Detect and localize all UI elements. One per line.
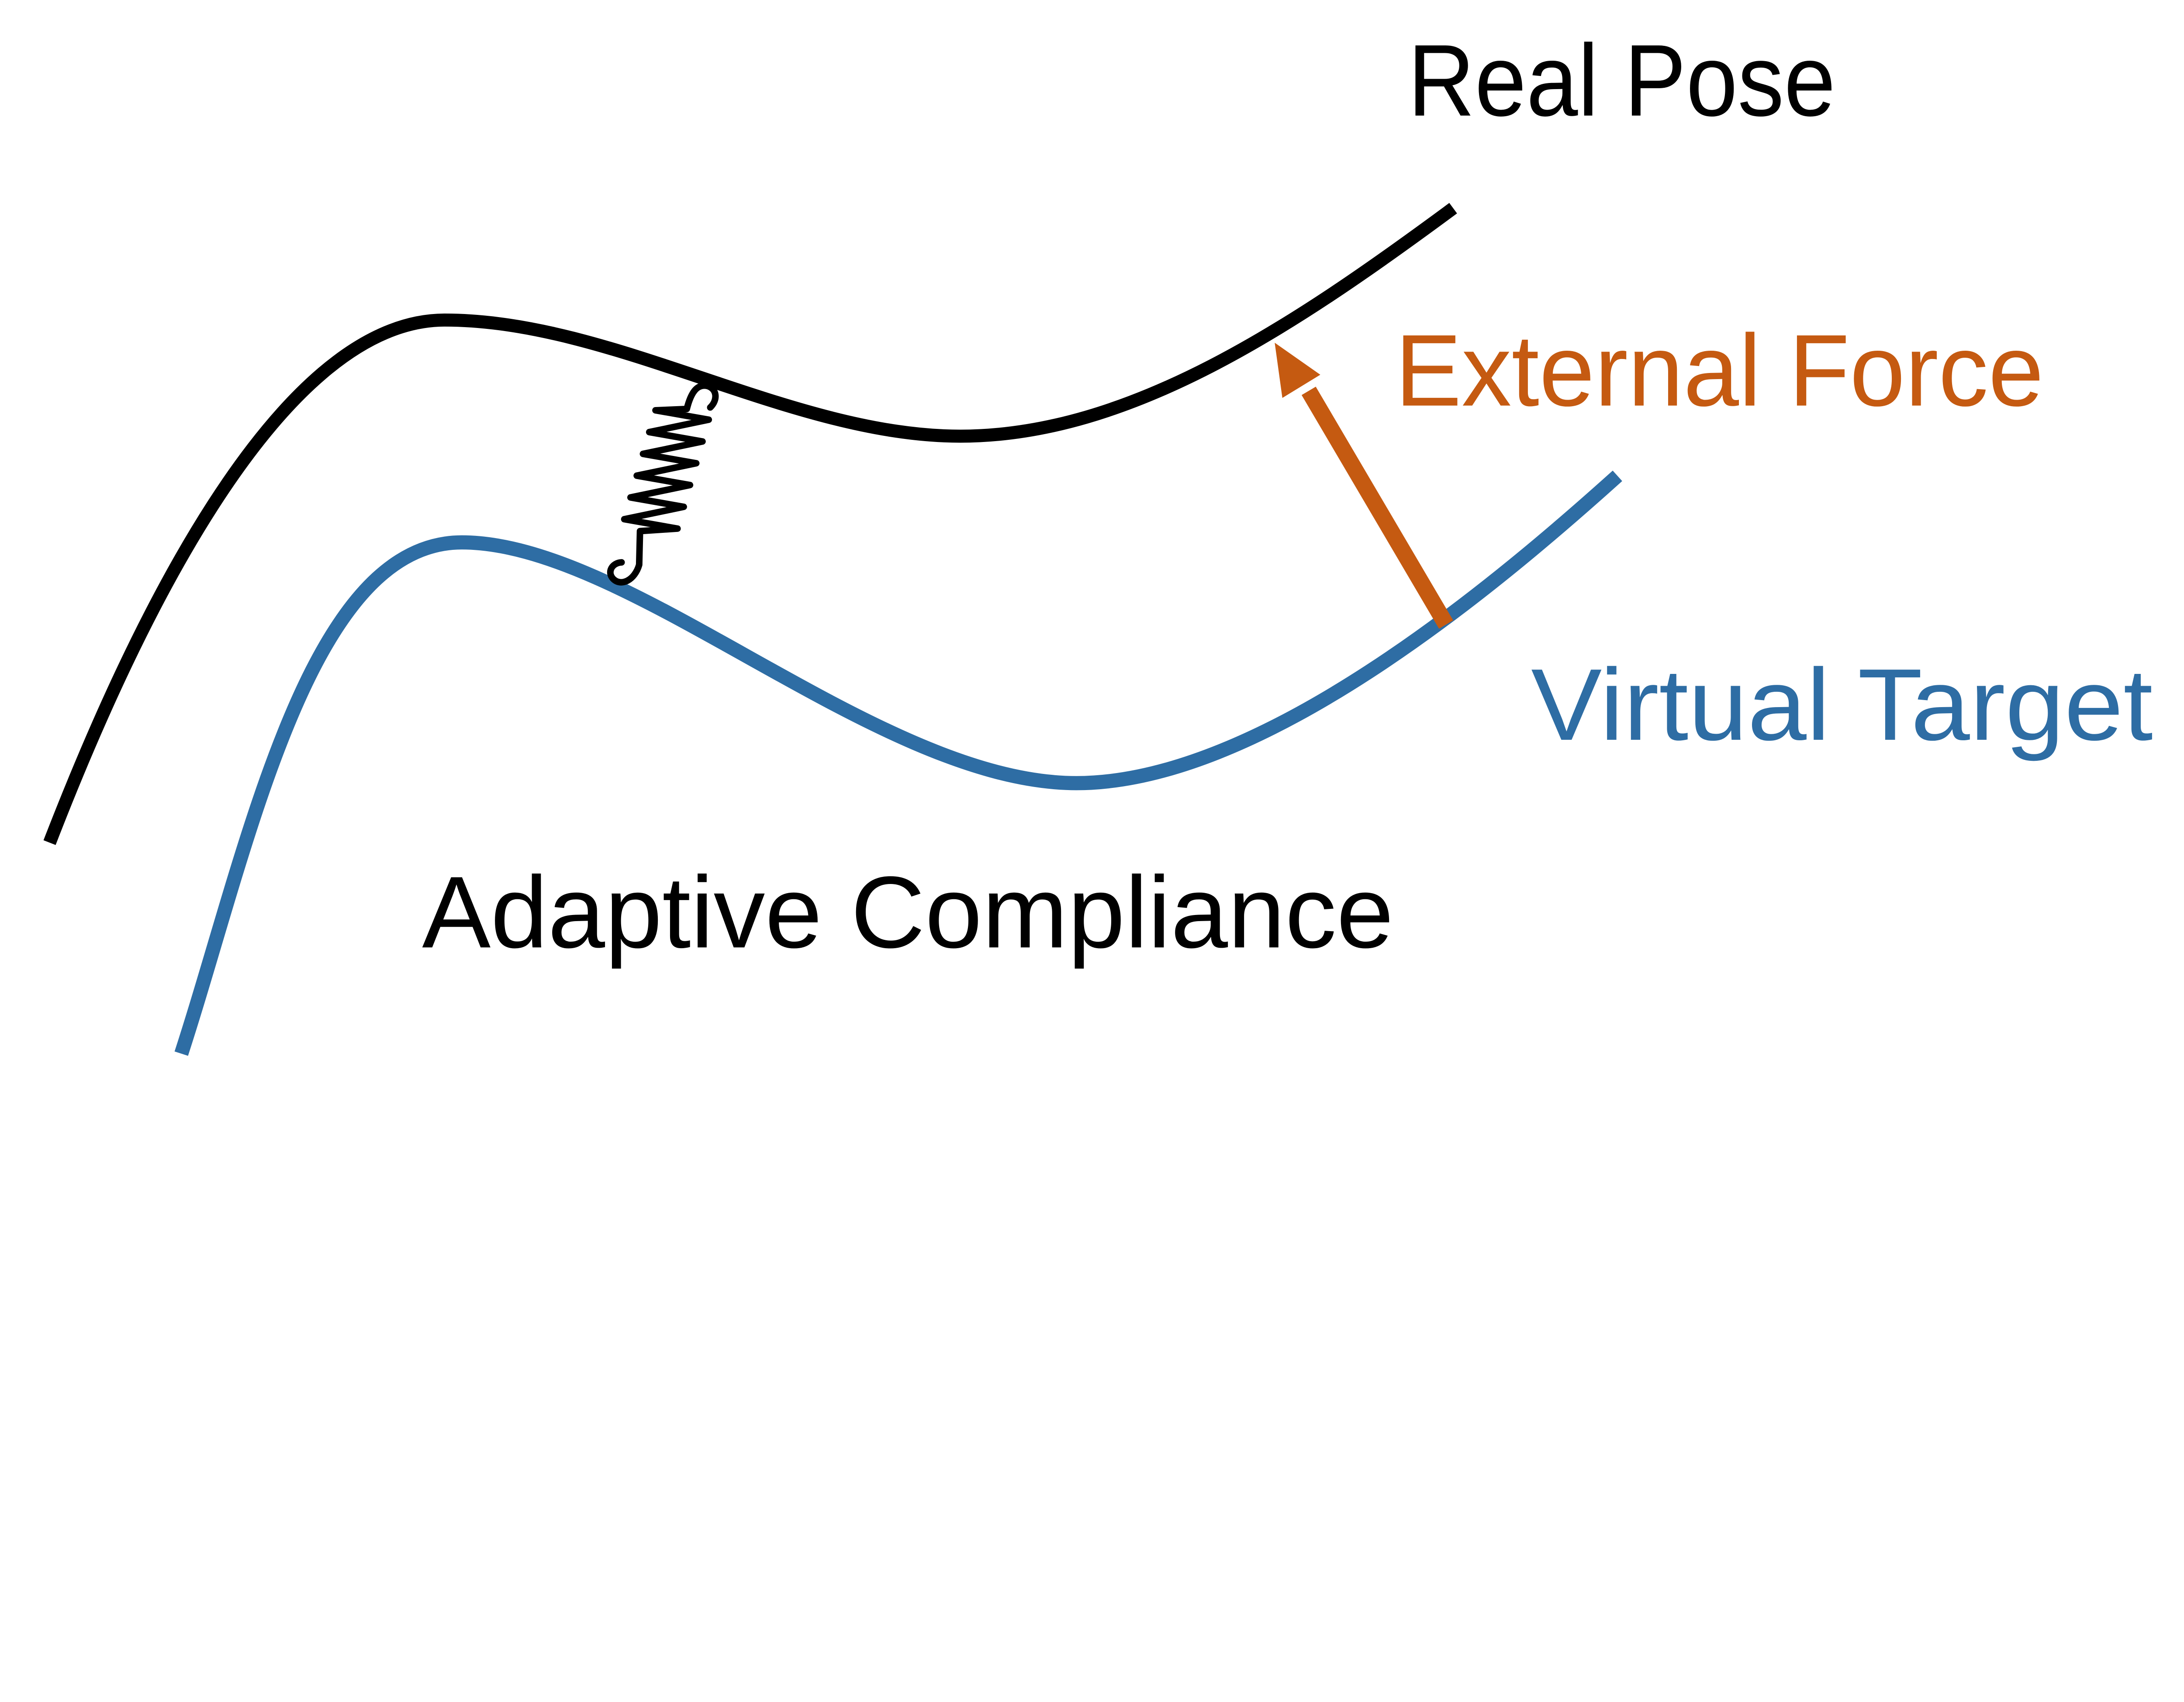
force-arrow-shaft xyxy=(1301,387,1453,629)
spring-icon xyxy=(607,382,719,586)
compliance-diagram: Real Pose External Force Virtual Target … xyxy=(43,24,2153,1056)
external-force-label: External Force xyxy=(1395,314,2044,428)
diagram-canvas: Real Pose External Force Virtual Target … xyxy=(43,24,2153,1056)
adaptive-compliance-label: Adaptive Compliance xyxy=(422,856,1393,969)
virtual-target-curve xyxy=(174,470,1622,1056)
arrow-up-icon xyxy=(1275,342,1453,629)
virtual-target-label: Virtual Target xyxy=(1531,648,2153,762)
force-arrowhead xyxy=(1275,342,1320,398)
real-pose-label: Real Pose xyxy=(1408,24,1835,138)
real-pose-curve xyxy=(43,203,1457,845)
